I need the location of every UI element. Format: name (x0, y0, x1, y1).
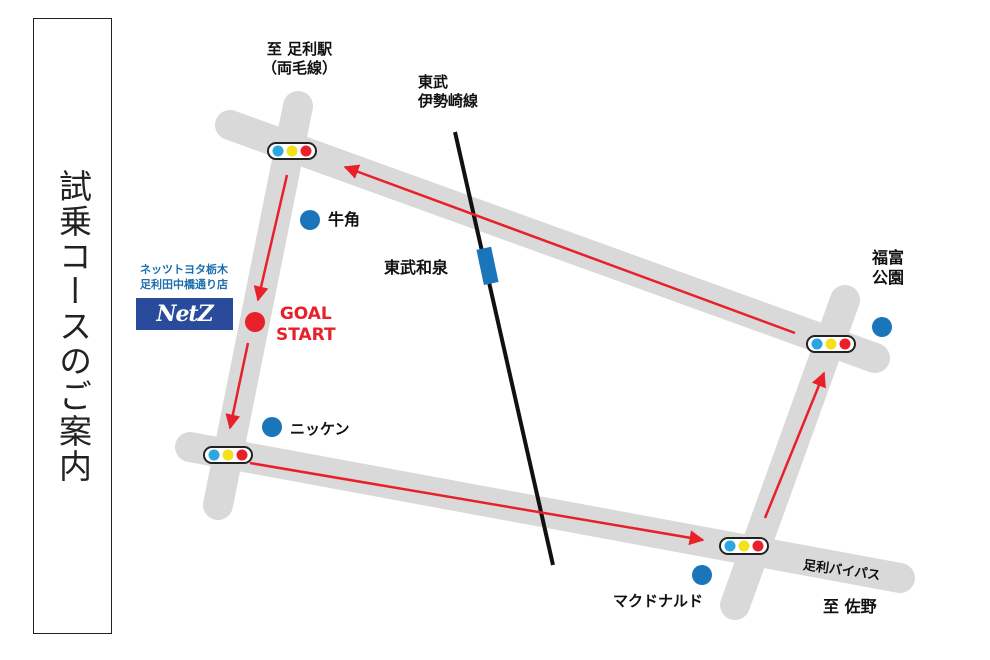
route (225, 164, 826, 546)
ashikaga-station-line2: （両毛線） (262, 58, 338, 77)
tobu-izumi-label: 東武和泉 (384, 258, 449, 277)
tobu-line-line1: 東武 (418, 73, 449, 91)
tobu-izumi-station-marker (476, 246, 499, 286)
route-arrow-3 (225, 342, 250, 430)
fukutomi-park-label: 福富 公園 (872, 248, 904, 288)
traffic-signal-bottom-left (203, 446, 253, 464)
tobu-isesaki-line (453, 131, 555, 566)
route-arrow-2 (253, 174, 289, 302)
route-arrow-5 (763, 371, 826, 519)
traffic-signal-top-left (267, 142, 317, 160)
start-label: START (276, 325, 336, 346)
map-title: 試乗コースのご案内 (53, 168, 93, 484)
tobu-line-label: 東武 伊勢崎線 (418, 73, 478, 111)
gyukaku-marker (300, 210, 320, 230)
fukutomi-park-line2: 公園 (872, 268, 905, 287)
sano-label: 至 佐野 (823, 597, 877, 616)
route-arrow-4 (249, 461, 705, 546)
fukutomi-park-line1: 福富 (872, 248, 905, 267)
ashikaga-station-line1: 至 足利駅 (266, 40, 333, 58)
dealer-name-line1: ネッツトヨタ栃木 (140, 263, 228, 276)
road-left (203, 91, 313, 520)
goal-label: GOAL (279, 304, 332, 324)
traffic-signal-right (806, 335, 856, 353)
nikken-label: ニッケン (290, 420, 350, 438)
start-goal-marker (245, 312, 265, 332)
fukutomi-park-marker (872, 317, 892, 337)
dealer-name-line2: 足利田中橋通り店 (140, 277, 228, 291)
netz-logo: NetZ (136, 298, 233, 330)
gyukaku-label: 牛角 (328, 210, 361, 229)
ashikaga-station-label: 至 足利駅 （両毛線） (262, 40, 337, 78)
road-top (215, 110, 890, 373)
mcdonalds-marker (692, 565, 712, 585)
mcdonalds-label: マクドナルド (613, 592, 704, 610)
traffic-signal-bottom-right (719, 537, 769, 555)
route-arrow-1 (343, 164, 796, 335)
title-box: 試乗コースのご案内 (33, 18, 112, 634)
dealer-name: ネッツトヨタ栃木 足利田中橋通り店 (140, 263, 228, 293)
tobu-line-line2: 伊勢崎線 (418, 91, 479, 110)
netz-logo-text: NetZ (156, 301, 213, 327)
goal-start-label: GOAL START (276, 304, 336, 347)
nikken-marker (262, 417, 282, 437)
